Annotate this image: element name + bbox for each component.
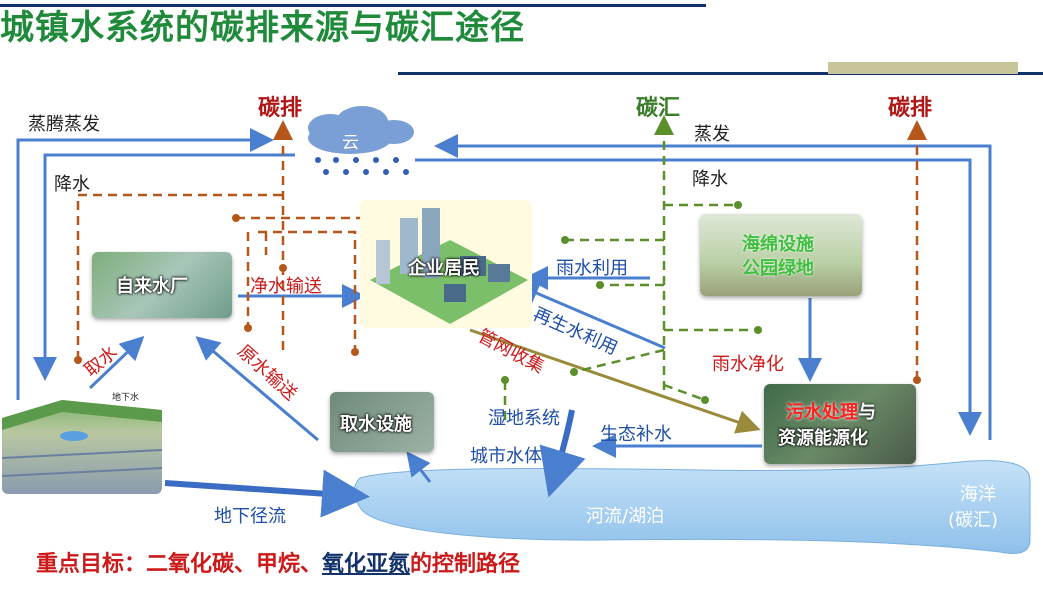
river-lake-label: 河流/湖泊 (586, 506, 665, 527)
header-top-bar (0, 4, 706, 7)
evap-left-arrow (16, 128, 274, 400)
pipe-collection-arrow (469, 328, 761, 434)
groundwater-runoff-label: 地下径流 (214, 506, 286, 527)
carbon-emission-left-label: 碳排 (258, 96, 303, 121)
cloud-label: 云 (342, 133, 359, 153)
precip-left-label: 降水 (54, 174, 90, 195)
intake-facility-box: 取水设施 (330, 392, 434, 452)
goal-suffix: 的控制路径 (410, 552, 521, 577)
enterprise-residents-label: 企业居民 (408, 258, 480, 279)
groundwater-runoff-arrow (164, 469, 370, 518)
wetland-to-river-arrow (539, 409, 586, 498)
wwtp-label-part2: 与 (858, 402, 876, 423)
intake-arrow (88, 335, 145, 390)
cloud-icon (308, 106, 414, 175)
reclaimed-water-arrow (514, 282, 666, 350)
river-lake-body (353, 460, 1031, 554)
wwtp-label-line1: 污水处理与 (786, 398, 876, 424)
precip-right-arrow (415, 158, 982, 436)
precip-left-arrow (33, 153, 295, 381)
precip-right-label: 降水 (692, 169, 728, 190)
wwtp-label-line2: 资源能源化 (778, 428, 868, 449)
evap-left-label: 蒸腾蒸发 (28, 114, 100, 135)
ocean-label: 海洋 (960, 484, 996, 505)
goal-prefix: 重点目标：二氧化碳、甲烷、 (36, 552, 323, 577)
groundwater-illustration: 地下水 (2, 388, 162, 494)
rain-purification-label: 雨水净化 (712, 354, 784, 375)
carbon-sink-label: 碳汇 (636, 96, 681, 121)
groundwater-title: 地下水 (112, 393, 140, 403)
raw-water-arrow (195, 336, 319, 442)
clean-water-label: 净水输送 (250, 276, 322, 297)
goal-n2o: 氧化亚氮 (322, 552, 411, 577)
evap-right-arrow (434, 134, 992, 440)
wwtp-label-part1: 污水处理 (786, 402, 858, 423)
urban-water-label: 城市水体 (470, 446, 542, 467)
sponge-park-label-1: 海绵设施 (742, 234, 814, 255)
evap-right-label: 蒸发 (694, 124, 730, 145)
header-accent-block (828, 62, 1018, 74)
river-to-intake-arrow (406, 451, 432, 483)
sponge-park-box: 海绵设施 公园绿地 (700, 214, 862, 296)
water-plant-label: 自来水厂 (116, 276, 188, 297)
ocean-sink-label: (碳汇) (948, 510, 999, 531)
page-title: 城镇水系统的碳排来源与碳汇途径 (0, 8, 525, 48)
eco-replenish-label: 生态补水 (600, 424, 672, 445)
header-right-bar (398, 72, 1043, 75)
carbon-emission-right-label: 碳排 (888, 96, 933, 121)
wwtp-box: 污水处理与 资源能源化 (764, 384, 916, 464)
water-plant-box: 自来水厂 (92, 252, 232, 318)
sponge-park-label-2: 公园绿地 (742, 258, 814, 279)
intake-facility-label: 取水设施 (340, 414, 412, 435)
city-box: 企业居民 (360, 200, 532, 328)
wetland-label: 湿地系统 (488, 408, 560, 429)
goal-statement: 重点目标：二氧化碳、甲烷、氧化亚氮的控制路径 (36, 546, 520, 578)
rainwater-use-label: 雨水利用 (556, 258, 628, 279)
